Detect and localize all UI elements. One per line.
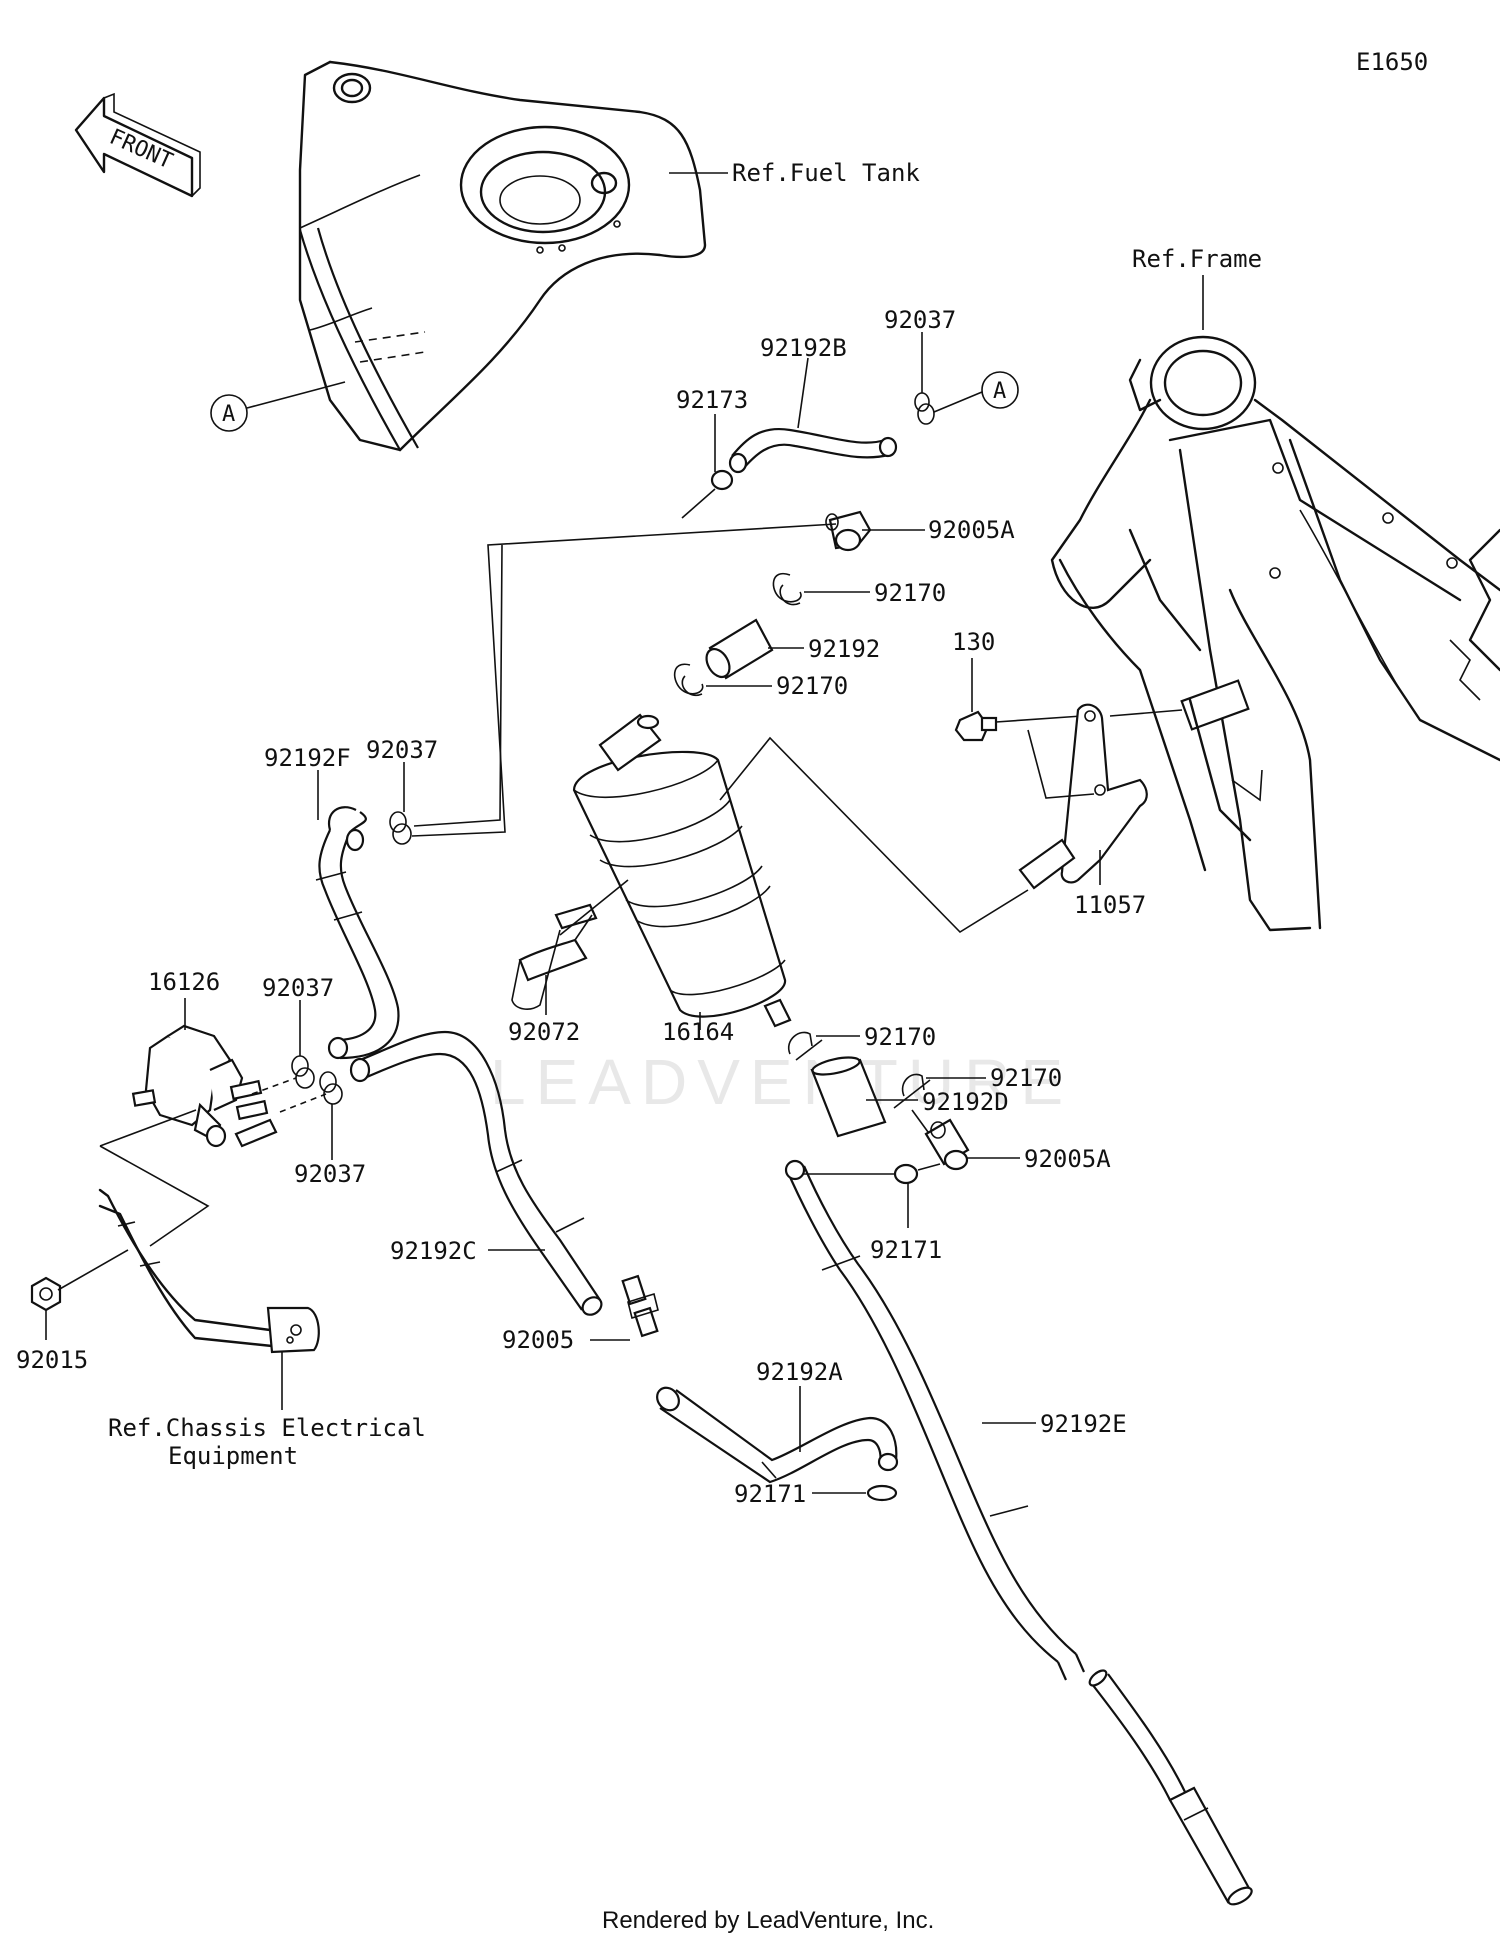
joint-92005a-top: [825, 510, 872, 552]
clamp-92171-b: [866, 1484, 898, 1502]
label-130: 130: [952, 628, 995, 656]
label-92173: 92173: [676, 386, 748, 414]
label-92170-c: 92170: [864, 1023, 936, 1051]
clamp-92037-low: [319, 1071, 343, 1105]
label-92192: 92192: [808, 635, 880, 663]
clamp-92037-top: [914, 392, 935, 425]
nut-92015: [30, 1276, 62, 1312]
valve-16126: [131, 1024, 278, 1148]
diagram-code: E1650: [1356, 48, 1428, 76]
label-92037-low: 92037: [294, 1160, 366, 1188]
watermark-text: LEADVENTURE: [490, 1046, 1073, 1118]
label-92192d: 92192D: [922, 1088, 1009, 1116]
marker-a-right: [981, 371, 1019, 409]
label-92170-d: 92170: [990, 1064, 1062, 1092]
hose-92192b: [731, 427, 886, 457]
label-92171-a: 92171: [870, 1236, 942, 1264]
label-92192f: 92192F: [264, 744, 351, 772]
label-92005a-low: 92005A: [1024, 1145, 1111, 1173]
label-92171-b: 92171: [734, 1480, 806, 1508]
ref-chassis-line1: Ref.Chassis Electrical: [108, 1414, 426, 1442]
hose-92192f: [315, 806, 400, 1060]
label-92005: 92005: [502, 1326, 574, 1354]
marker-a-left-label: A: [222, 402, 235, 427]
hose-92192: [705, 618, 774, 680]
label-92015: 92015: [16, 1346, 88, 1374]
clamp-92173: [710, 469, 734, 491]
marker-a-right-label: A: [993, 379, 1006, 404]
label-92192e: 92192E: [1040, 1410, 1127, 1438]
hose-92192a: [656, 1386, 899, 1484]
clamp-92037-mid: [291, 1055, 315, 1089]
label-16164: 16164: [662, 1018, 734, 1046]
fuel-tank-drawing: [298, 60, 707, 452]
joint-92005a-low: [924, 1118, 970, 1171]
front-label: FRONT: [106, 125, 177, 175]
clamp-92171-a: [893, 1163, 919, 1185]
label-92037-top: 92037: [884, 306, 956, 334]
bolt-130: [954, 710, 998, 742]
label-92170-b: 92170: [776, 672, 848, 700]
label-92037-left: 92037: [366, 736, 438, 764]
label-92192b: 92192B: [760, 334, 847, 362]
ref-chassis-line2: Equipment: [168, 1442, 298, 1470]
strap-92072: [511, 903, 598, 1010]
clamp-92037-left: [389, 811, 412, 845]
frame-drawing: [1050, 335, 1500, 932]
label-92005a-top: 92005A: [928, 516, 1015, 544]
clamp-92170-a: [772, 572, 802, 606]
label-16126: 16126: [148, 968, 220, 996]
front-arrow-icon: FRONT: [74, 92, 201, 198]
hose-92192e: [784, 1159, 1253, 1906]
clamp-92170-d: [893, 1073, 931, 1109]
clamp-92170-b: [673, 663, 704, 697]
chassis-bracket: [98, 1188, 320, 1354]
label-92037-mid: 92037: [262, 974, 334, 1002]
marker-a-left: [210, 394, 248, 432]
label-92192a: 92192A: [756, 1358, 843, 1386]
canister-16164: [572, 713, 792, 1028]
bracket-11057: [1018, 703, 1148, 890]
hose-92192c: [349, 1030, 603, 1316]
label-92192c: 92192C: [390, 1237, 477, 1265]
ref-fuel-tank: Ref.Fuel Tank: [732, 159, 920, 187]
label-92170-a: 92170: [874, 579, 946, 607]
clamp-92170-c: [787, 1031, 823, 1061]
label-92072: 92072: [508, 1018, 580, 1046]
label-11057: 11057: [1074, 891, 1146, 919]
joint-92005: [621, 1274, 659, 1338]
footer-credit: Rendered by LeadVenture, Inc.: [602, 1907, 934, 1934]
ref-frame: Ref.Frame: [1132, 245, 1262, 273]
